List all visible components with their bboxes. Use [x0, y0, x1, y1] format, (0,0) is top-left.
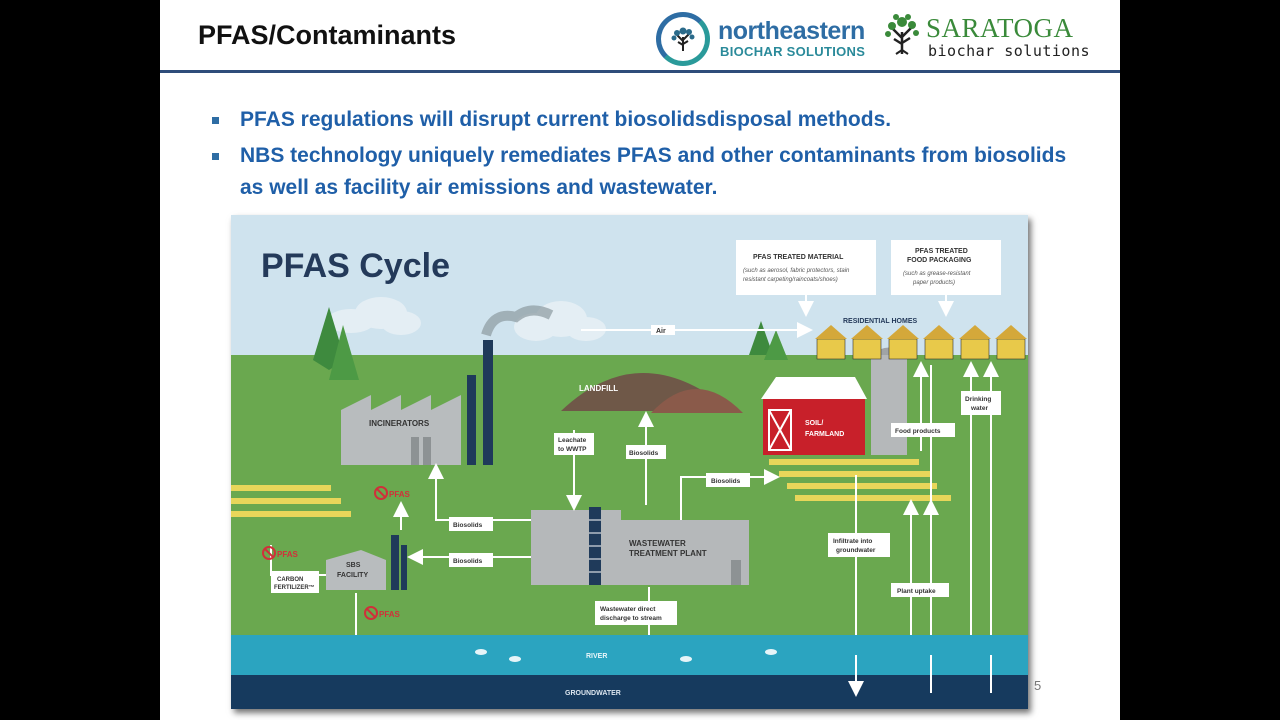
flow-label: Drinking water: [961, 391, 1001, 415]
soil-farmland-label: FARMLAND: [805, 431, 844, 438]
no-pfas-icon: PFAS: [374, 486, 411, 500]
svg-text:Plant uptake: Plant uptake: [897, 588, 936, 595]
bullet-list: PFAS regulations will disrupt current bi…: [212, 104, 1092, 208]
svg-text:Biosolids: Biosolids: [711, 478, 741, 485]
saratoga-logo-name: SARATOGA: [926, 13, 1074, 43]
pfas-food-packaging-title: FOOD PACKAGING: [907, 257, 972, 264]
nbs-logo-subtitle: BIOCHAR SOLUTIONS: [720, 44, 866, 59]
smokestack: [467, 375, 476, 465]
svg-text:Infiltrate into: Infiltrate into: [833, 538, 872, 545]
bullet-item: NBS technology uniquely remediates PFAS …: [212, 140, 1092, 204]
soil-farmland-label: SOIL/: [805, 420, 823, 427]
tree-icon: [656, 12, 710, 66]
fish-icon: [475, 649, 777, 662]
crop-rows: [231, 459, 951, 517]
flow-label: Wastewater direct discharge to stream: [595, 601, 677, 625]
sbs-facility-building: [326, 550, 386, 590]
svg-text:to WWTP: to WWTP: [558, 446, 587, 453]
flow-label: Infiltrate into groundwater: [828, 533, 890, 557]
tree-icon: [313, 307, 788, 380]
svg-text:water: water: [970, 405, 988, 412]
no-pfas-icon: PFAS: [364, 606, 401, 620]
wwtp-building: [621, 520, 749, 585]
svg-text:CARBON: CARBON: [277, 577, 303, 583]
pfas-treated-material-note: (such as aerosol, fabric protectors, sta…: [743, 268, 850, 274]
river-label: RIVER: [586, 653, 607, 660]
bullet-text: PFAS regulations will disrupt current bi…: [240, 108, 892, 131]
silo: [871, 355, 907, 455]
page-number: 5: [1034, 678, 1042, 693]
svg-text:PFAS: PFAS: [379, 610, 401, 619]
bullet-marker: [212, 153, 219, 160]
groundwater-label: GROUNDWATER: [565, 690, 621, 697]
smoke: [481, 305, 554, 337]
wwtp-label: TREATMENT PLANT: [629, 549, 707, 558]
svg-text:Drinking: Drinking: [965, 396, 991, 403]
flow-label: Biosolids: [626, 445, 666, 459]
wwtp-tank: [531, 510, 621, 585]
air-label: Air: [656, 328, 666, 335]
pfas-food-packaging-note: (such as grease-resistant: [903, 271, 971, 277]
flow-label: Leachate to WWTP: [554, 433, 594, 455]
incinerators-label: INCINERATORS: [369, 419, 430, 428]
flow-label: Biosolids: [449, 553, 493, 567]
pfas-treated-material-title: PFAS TREATED MATERIAL: [753, 254, 844, 261]
bullet-item: PFAS regulations will disrupt current bi…: [212, 104, 1092, 136]
svg-text:Biosolids: Biosolids: [453, 522, 483, 529]
svg-text:PFAS: PFAS: [277, 550, 299, 559]
pfas-food-packaging-box: [891, 240, 1001, 295]
flow-label: CARBON FERTILIZER™: [271, 571, 319, 593]
saratoga-biochar-logo: SARATOGA biochar solutions: [882, 12, 1092, 64]
sbs-facility-label: SBS: [346, 562, 361, 569]
slide: PFAS/Contaminants northeastern BIOCHAR S…: [160, 0, 1120, 720]
smokestack: [483, 340, 493, 465]
barn-roof: [761, 377, 867, 399]
incinerator-building: [341, 395, 461, 465]
diagram-title: PFAS Cycle: [261, 247, 450, 285]
svg-text:groundwater: groundwater: [836, 547, 876, 554]
slide-title: PFAS/Contaminants: [198, 20, 457, 50]
svg-text:Wastewater direct: Wastewater direct: [600, 606, 656, 613]
flow-label: Biosolids: [449, 517, 493, 531]
svg-text:FERTILIZER™: FERTILIZER™: [274, 584, 315, 591]
svg-text:discharge to stream: discharge to stream: [600, 615, 662, 622]
svg-text:Biosolids: Biosolids: [453, 558, 483, 565]
bullet-marker: [212, 117, 219, 124]
bullet-text: NBS technology uniquely remediates PFAS …: [240, 144, 1067, 199]
barn: [763, 399, 865, 455]
tree-icon: [885, 14, 919, 55]
title-divider: [160, 70, 1120, 73]
river: [231, 635, 1028, 675]
svg-text:Leachate: Leachate: [558, 437, 587, 444]
saratoga-logo-subtitle: biochar solutions: [928, 42, 1091, 60]
flow-label: Plant uptake: [891, 583, 949, 597]
pfas-cycle-diagram: PFAS Cycle LANDFILL INCINERATORS: [231, 215, 1028, 709]
pfas-treated-material-box: [736, 240, 876, 295]
svg-text:Food products: Food products: [895, 428, 941, 435]
sbs-facility-label: FACILITY: [337, 572, 368, 579]
northeastern-biochar-logo: northeastern BIOCHAR SOLUTIONS: [656, 10, 866, 66]
landfill-label: LANDFILL: [579, 384, 618, 393]
pfas-food-packaging-note: paper products): [912, 280, 955, 286]
pfas-treated-material-note: resistant carpeting/raincoats/shoes): [743, 277, 838, 283]
flow-label: Biosolids: [706, 473, 750, 487]
svg-text:PFAS: PFAS: [389, 490, 411, 499]
no-pfas-icon: PFAS: [262, 546, 299, 560]
residential-homes: [815, 325, 1027, 360]
groundwater: [231, 675, 1028, 709]
pfas-food-packaging-title: PFAS TREATED: [915, 248, 968, 255]
residential-homes-label: RESIDENTIAL HOMES: [843, 318, 917, 325]
landfill-mound: [651, 389, 743, 413]
flow-label: Food products: [891, 423, 955, 437]
wwtp-label: WASTEWATER: [629, 539, 686, 548]
nbs-logo-name: northeastern: [718, 17, 865, 45]
svg-text:Biosolids: Biosolids: [629, 450, 659, 457]
